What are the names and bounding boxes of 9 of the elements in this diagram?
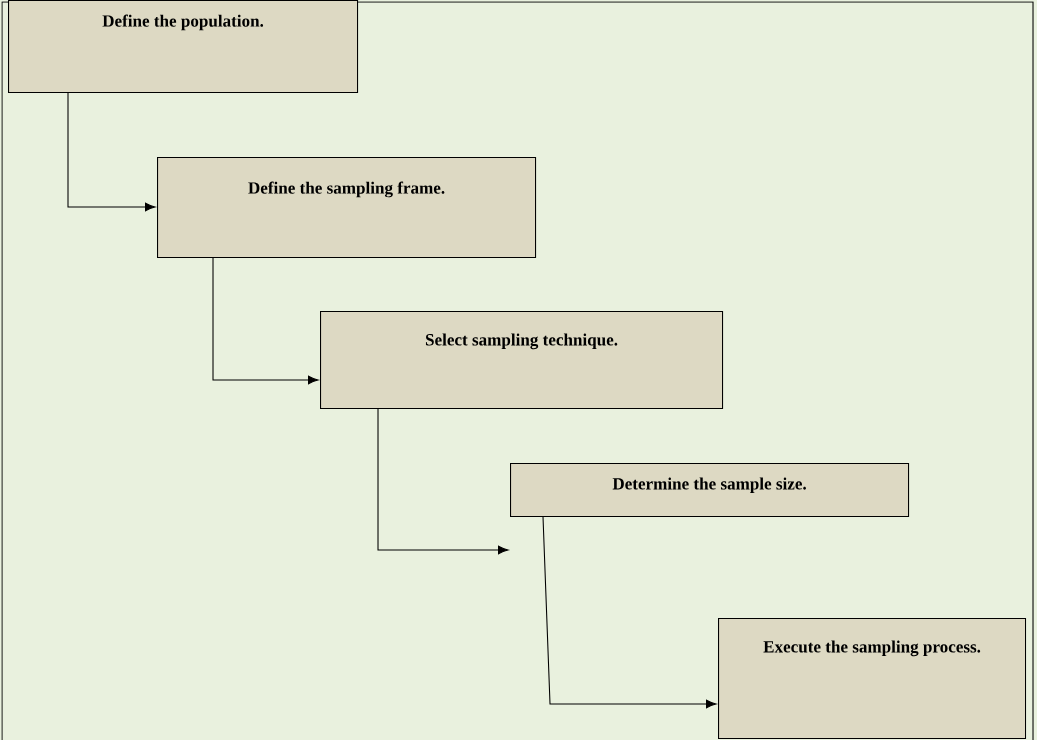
arrow — [212, 257, 319, 385]
step-box: Execute the sampling process. — [718, 618, 1027, 740]
step-box: Define the sampling frame. — [157, 157, 537, 259]
arrow — [542, 516, 717, 709]
step-box: Define the population. — [8, 0, 359, 94]
step-box: Determine the sample size. — [510, 463, 910, 518]
arrow — [67, 92, 156, 212]
arrow — [377, 408, 509, 555]
step-box: Select sampling technique. — [320, 311, 724, 410]
